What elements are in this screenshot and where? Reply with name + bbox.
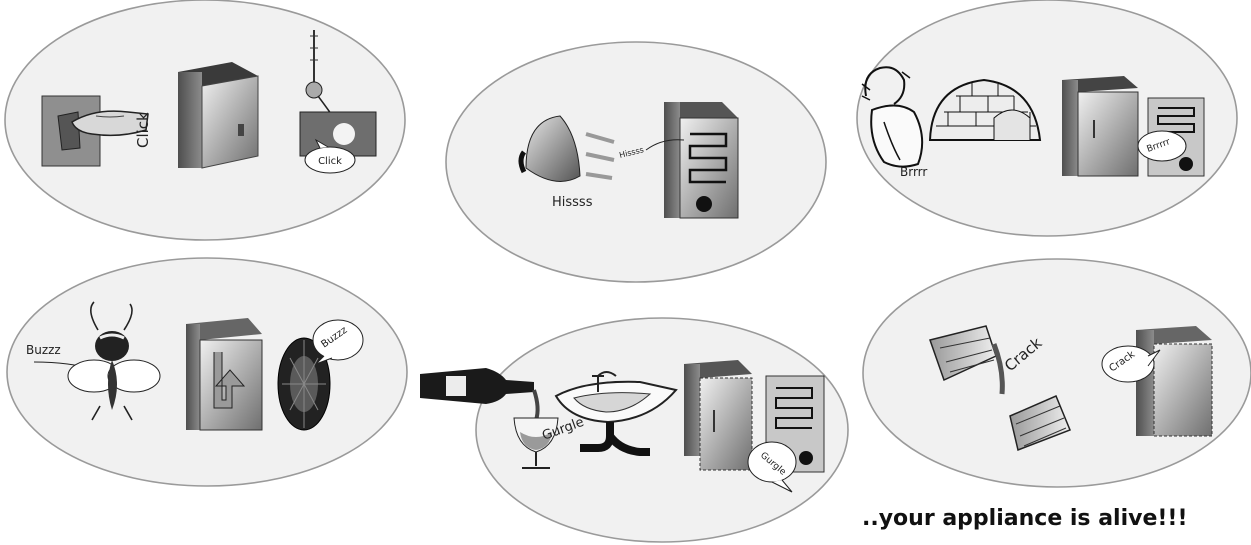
gurgle-speech-bubble [747, 441, 797, 493]
bee-icon [67, 301, 161, 421]
fridge-icon [178, 62, 259, 169]
brrr-label-1: Brrrr [900, 165, 927, 179]
shivering-person-icon [861, 66, 924, 168]
buzz-speech-bubble [312, 319, 364, 365]
buzz-label-1: Buzzz [26, 343, 61, 357]
iron-icon [518, 115, 581, 182]
wine-glass-icon [513, 417, 559, 469]
hiss-label-1: Hissss [552, 195, 593, 210]
click-speech-bubble [304, 138, 356, 174]
fridge-icon [1062, 76, 1139, 177]
scene-bubble [475, 317, 849, 543]
hand-icon [71, 110, 149, 137]
scene-bubble [445, 41, 827, 283]
ice-chunk-icon [1009, 395, 1071, 452]
scene-bee-buzz: Buzzz Buzzz [6, 257, 408, 487]
crack-speech-bubble [1101, 345, 1161, 383]
scene-ice-crack: Crack Crack [862, 258, 1251, 488]
drain-pipe-icon [580, 422, 650, 456]
scene-switch-click: Click Click [4, 0, 406, 241]
igloo-icon [928, 78, 1042, 141]
sink-icon [554, 371, 678, 424]
scene-iron-hiss: Hissss Hissss [445, 41, 827, 283]
wine-bottle-icon [420, 368, 534, 404]
dryer-icon [186, 318, 263, 431]
brrr-speech-bubble [1137, 130, 1187, 162]
scene-bubble [856, 0, 1238, 237]
scene-cold-brrr: Brrrr Brrrrr [856, 0, 1238, 237]
wheel-icon [277, 337, 331, 431]
steam-lines [585, 132, 615, 180]
scene-sink-gurgle: Gurgle Gurgle [420, 317, 849, 543]
tagline: ..your appliance is alive!!! [862, 506, 1188, 531]
click-label-2: Click [318, 156, 342, 167]
water-heater-icon [664, 102, 739, 219]
fridge-icon [684, 360, 753, 471]
click-label-1: Click [134, 112, 152, 148]
